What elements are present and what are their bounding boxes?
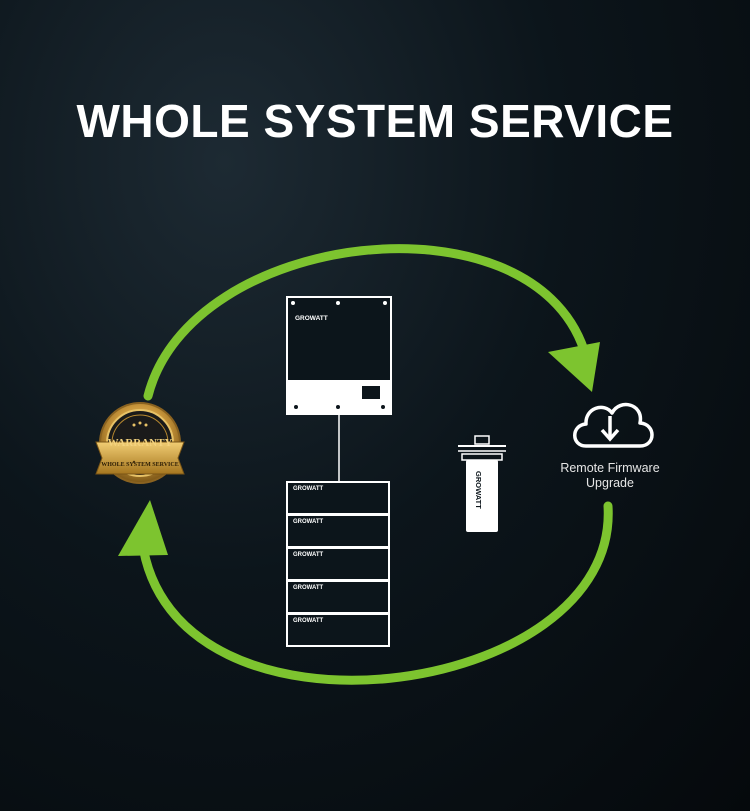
battery-module <box>286 514 390 548</box>
battery-brand: GROWATT <box>293 486 324 492</box>
battery-brand: GROWATT <box>293 519 324 525</box>
battery-module <box>286 580 390 614</box>
bottom-cycle-arrow <box>118 500 613 685</box>
dongle-brand: GROWATT <box>474 471 483 509</box>
wifi-dongle-icon: GROWATT <box>458 435 506 532</box>
cloud-label: Remote Firmware Upgrade <box>548 461 672 491</box>
warranty-sublabel: WHOLE SYSTEM SERVICE <box>101 462 178 468</box>
cloud-download-icon <box>573 402 654 448</box>
top-cycle-arrow <box>143 244 600 401</box>
battery-brand: GROWATT <box>293 585 324 591</box>
cloud-label-line2: Upgrade <box>586 476 634 490</box>
page-title: WHOLE SYSTEM SERVICE <box>76 95 674 147</box>
battery-brand: GROWATT <box>293 552 324 558</box>
battery-brand: GROWATT <box>293 618 324 624</box>
inverter-brand: GROWATT <box>295 315 328 322</box>
cloud-label-line1: Remote Firmware <box>560 461 660 475</box>
warranty-label: WARRANTY <box>108 437 173 449</box>
warranty-badge-icon: WARRANTY WHOLE SYSTEM SERVICE <box>95 402 185 484</box>
battery-module <box>286 613 390 647</box>
battery-module <box>286 481 390 515</box>
battery-module <box>286 547 390 581</box>
inverter-unit: GROWATT <box>286 296 392 415</box>
battery-stack: GROWATT GROWATT GROWATT GROWATT GROWATT <box>286 481 390 647</box>
